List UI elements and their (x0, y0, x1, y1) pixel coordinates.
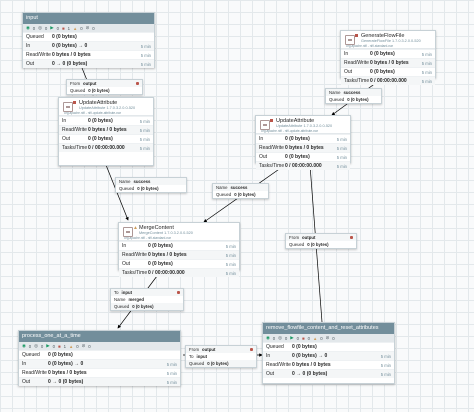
processor-bundle: org.apache.nifi - nifi-update-attribute-… (64, 111, 121, 115)
transmitting-icon: ◉ (266, 335, 270, 340)
stopped-icon (355, 34, 358, 37)
processor-type: MergeContent 1.7.0.3.2.0.0-520 (139, 231, 193, 235)
process-group-process-one[interactable]: process_one_at_a_time ◉0 ◎0 ▶0 ■1 ▲0 ⊘0 … (18, 330, 181, 386)
processor-merge-content[interactable]: ▲ MergeContent MergeContent 1.7.0.3.2.0.… (118, 222, 240, 277)
expiration-icon (250, 348, 253, 351)
expiration-icon (136, 82, 139, 85)
transmitting-icon: ◉ (22, 343, 26, 348)
disabled-icon: ⊘ (81, 343, 86, 348)
processor-icon (345, 35, 355, 45)
processor-name: GenerateFlowFile (361, 33, 405, 39)
not-transmitting-icon: ◎ (34, 343, 38, 348)
processor-bundle: org.apache.nifi - nifi-standard-nar (124, 236, 171, 240)
stopped-icon: ■ (301, 335, 305, 341)
not-transmitting-icon: ◎ (278, 335, 282, 340)
warning-icon: ▲ (133, 225, 138, 231)
disabled-icon: ⊘ (85, 25, 90, 30)
processor-name: UpdateAttribute (276, 118, 315, 124)
invalid-icon: ▲ (72, 25, 78, 31)
expiration-icon (350, 236, 353, 239)
processor-name: MergeContent (139, 225, 174, 231)
stopped-icon (270, 119, 273, 122)
process-group-title: process_one_at_a_time (19, 331, 180, 342)
processor-type: UpdateAttribute 1.7.0.3.2.0.0-520 (79, 106, 136, 110)
running-icon: ▶ (50, 25, 54, 30)
processor-bundle: org.apache.nifi - nifi-standard-nar (346, 44, 393, 48)
processor-name: UpdateAttribute (79, 100, 118, 106)
expiration-icon (177, 291, 180, 294)
processor-icon (63, 102, 73, 112)
process-group-title: remove_flowfile_content_and_reset_attrib… (263, 323, 394, 334)
invalid-icon: ▲ (68, 343, 74, 349)
processor-generate-flowfile[interactable]: GenerateFlowFile GenerateFlowFile 1.7.0.… (340, 30, 436, 85)
processor-bundle: org.apache.nifi - nifi-update-attribute-… (261, 129, 318, 133)
processor-type: GenerateFlowFile 1.7.0.3.2.0.0-520 (361, 39, 421, 43)
processor-update-attribute-1[interactable]: UpdateAttribute UpdateAttribute 1.7.0.3.… (58, 97, 154, 166)
invalid-icon: ▲ (312, 335, 318, 341)
processor-icon (260, 120, 270, 130)
stopped-icon: ■ (61, 25, 65, 31)
transmitting-icon: ◉ (26, 25, 30, 30)
process-group-status-bar: ◉0 ◎0 ▶0 ■1 ▲0 ⊘0 (23, 24, 154, 32)
stopped-icon: ■ (57, 343, 61, 349)
running-icon: ▶ (46, 343, 50, 348)
running-icon: ▶ (290, 335, 294, 340)
process-group-title: input (23, 13, 154, 24)
process-group-status-bar: ◉0 ◎0 ▶0 ■1 ▲0 ⊘0 (19, 342, 180, 350)
stopped-icon (73, 101, 76, 104)
not-transmitting-icon: ◎ (38, 25, 42, 30)
process-group-status-bar: ◉0 ◎0 ▶0 ■0 ▲0 ⊘0 (263, 334, 394, 342)
process-group-remove-flowfile[interactable]: remove_flowfile_content_and_reset_attrib… (262, 322, 395, 384)
disabled-icon: ⊘ (325, 335, 330, 340)
processor-update-attribute-2[interactable]: UpdateAttribute UpdateAttribute 1.7.0.3.… (255, 115, 351, 170)
processor-type: UpdateAttribute 1.7.0.3.2.0.0-520 (276, 124, 333, 128)
processor-icon (123, 227, 133, 237)
